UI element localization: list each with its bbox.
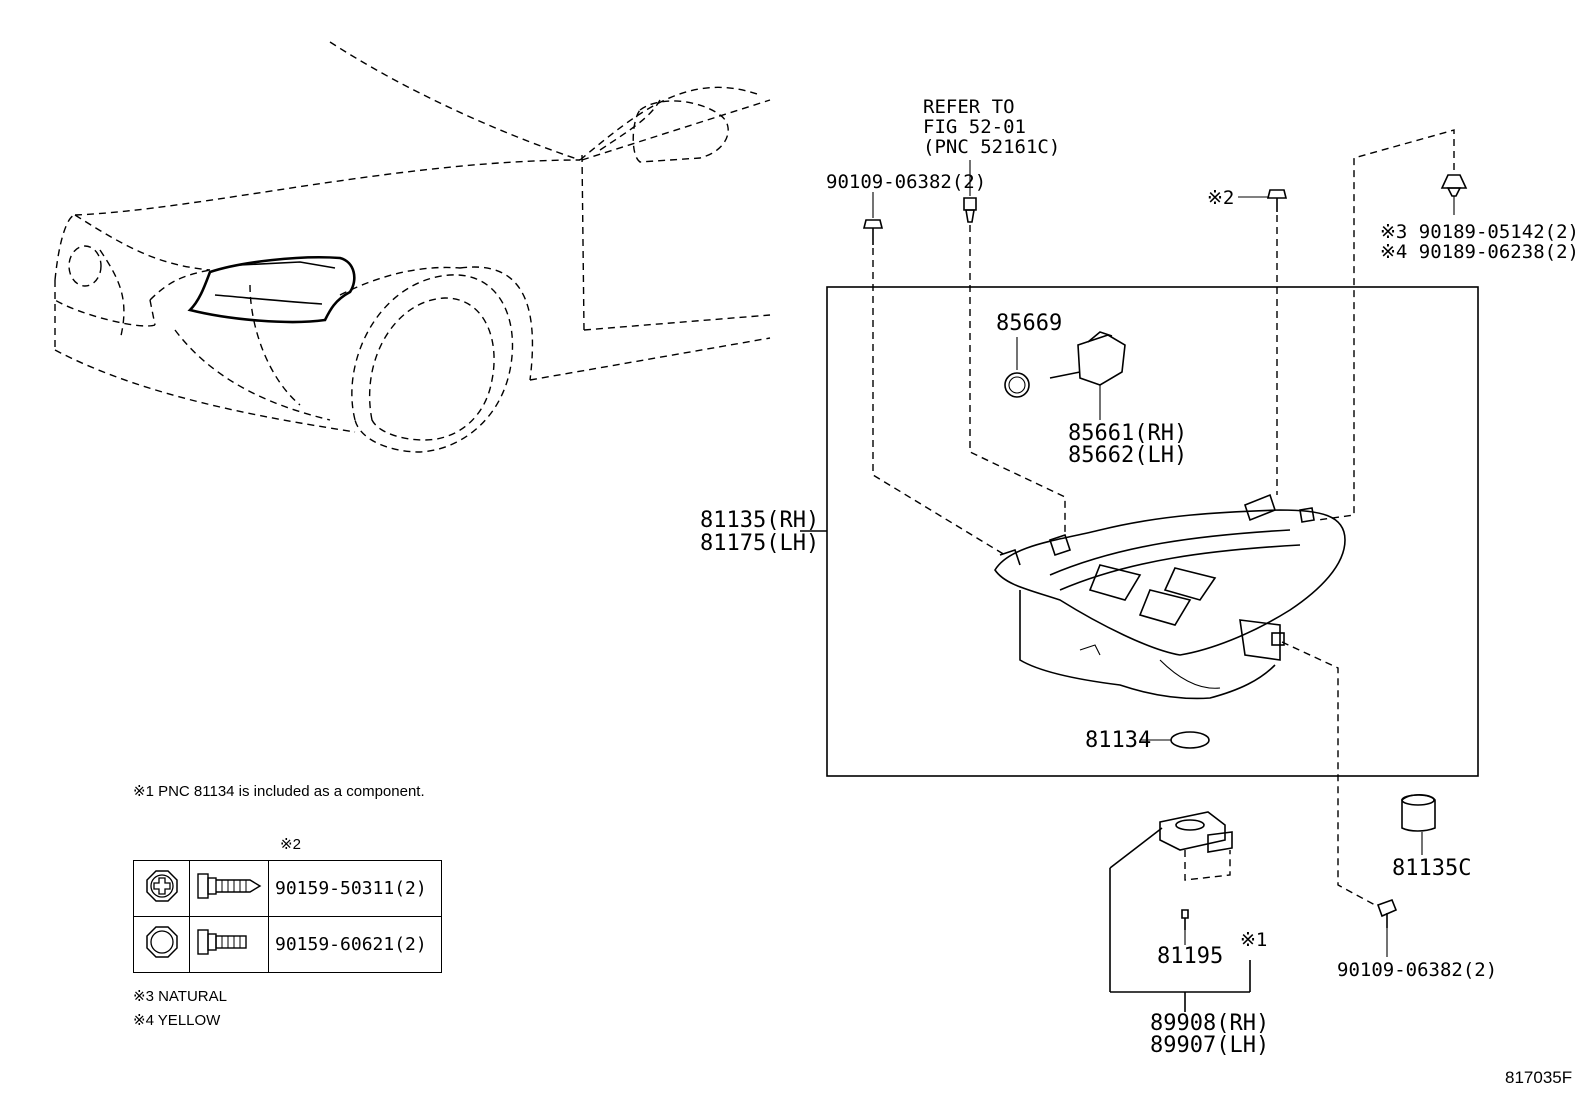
clip-icon [963,197,977,223]
tapered-screw-icon [197,873,262,899]
refer-line-3: (PNC 52161C) [923,136,1061,158]
ballast-computer [1159,811,1233,881]
part-label-85669: 85669 [996,311,1063,336]
headlamp-unit [994,493,1346,700]
hex-head-icon [145,926,178,958]
cap-81135c [1401,793,1436,832]
table-row: 90159-50311(2) [133,860,442,917]
part-label-81135c: 81135C [1392,856,1472,881]
bolt-part-number: 90159-50311(2) [268,860,442,917]
part-label-90109-bottom: 90109-06382(2) [1337,959,1498,981]
note-2-mark: ※2 [1207,187,1235,209]
o-ring-85669 [1004,372,1030,398]
part-label-89907: 89907(LH) [1150,1033,1270,1058]
part-label-clip-3: ※3 90189-05142(2) [1380,221,1579,243]
flange-bolt-icon [197,929,247,955]
screw-81195 [1181,909,1189,930]
refer-line-2: FIG 52-01 [923,116,1026,138]
note-4: ※4 YELLOW [133,1012,221,1029]
note-1-mark: ※1 [1240,929,1268,951]
part-label-85661: 85661(RH) [1068,421,1188,446]
cross-recess-head-icon [145,870,178,902]
bulb-85661 [1049,331,1126,386]
part-label-81135: 81135(RH) [700,508,820,533]
part-label-clip-4: ※4 90189-06238(2) [1380,241,1579,263]
figure-code: 817035F [1505,1068,1573,1087]
part-label-81195: 81195 [1157,944,1224,969]
bolt-table: 90159-50311(2) 90159-60621(2) [133,860,442,973]
part-label-89908: 89908(RH) [1150,1011,1270,1036]
clip-icon-right [1440,174,1468,197]
o-ring-81134 [1170,731,1210,749]
part-label-81175: 81175(LH) [700,531,820,556]
bolt-icon-bottom [1376,898,1398,928]
car-outline [54,41,771,453]
assembly-frame [826,286,1479,777]
refer-line-1: REFER TO [923,96,1015,118]
table-header-mark: ※2 [280,836,301,853]
part-label-90109-top: 90109-06382(2) [826,171,987,193]
note-1: ※1 PNC 81134 is included as a component. [133,783,425,800]
part-label-85662: 85662(LH) [1068,443,1188,468]
bolt-icon [862,219,884,245]
bolt-part-number: 90159-60621(2) [268,916,442,973]
screw-icon [1266,189,1288,212]
table-row: 90159-60621(2) [133,916,442,973]
part-label-81134: 81134 [1085,728,1152,753]
note-3: ※3 NATURAL [133,988,227,1005]
